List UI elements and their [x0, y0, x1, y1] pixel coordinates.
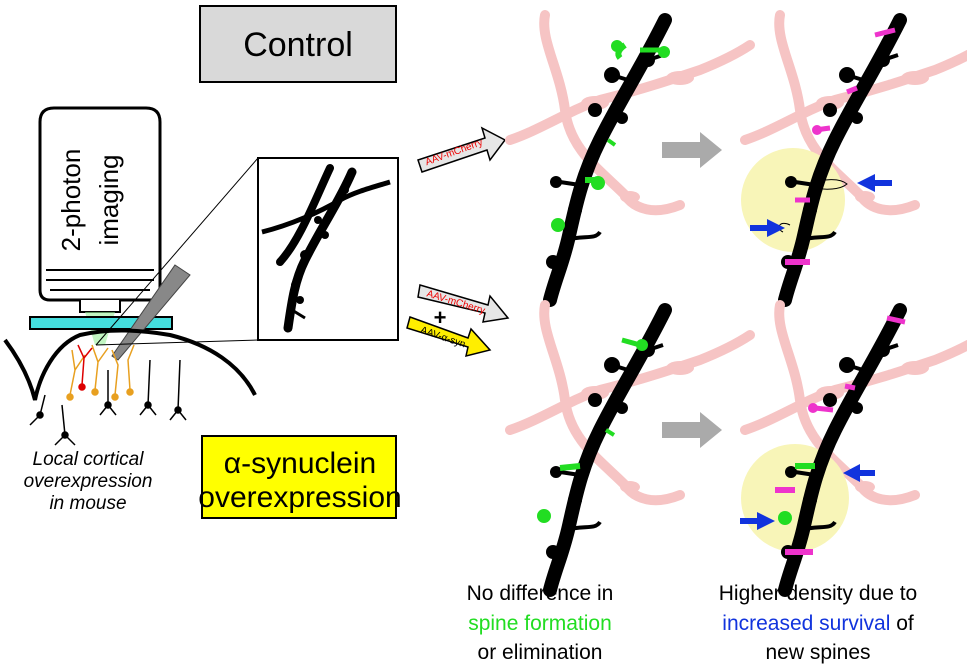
- objective-label-1: 2-photon: [56, 149, 86, 252]
- inset-dendrites: [261, 164, 391, 333]
- panel-synuclein-after: [740, 305, 967, 590]
- time-arrow-top: [662, 132, 722, 168]
- panel-control-after: [741, 15, 967, 300]
- synuclein-title-1: α-synuclein: [224, 447, 376, 480]
- left-caption-2: spine formation: [468, 612, 612, 635]
- panel-control-before: [510, 15, 750, 300]
- arrow-aav-mcherry-top: AAV-mCherry: [417, 126, 507, 173]
- local-cortical-1: Local cortical: [33, 449, 145, 470]
- left-caption-1: No difference in: [467, 582, 614, 605]
- right-caption-2: increased survival of: [722, 612, 914, 635]
- objective-label-2: imaging: [94, 154, 124, 245]
- arrow-aav-asyn: AAV-α-syn: [406, 316, 492, 358]
- control-title: Control: [243, 26, 353, 64]
- panel-synuclein-before: [510, 305, 750, 590]
- local-cortical-3: in mouse: [49, 493, 126, 514]
- control-box: [199, 5, 397, 83]
- objective-lens: 2-photon imaging: [38, 106, 162, 313]
- time-arrow-bottom: [662, 412, 722, 448]
- neurons: [29, 344, 187, 446]
- synuclein-title-2: overexpression: [198, 481, 401, 514]
- local-cortical-2: overexpression: [24, 471, 153, 492]
- right-caption-3: new spines: [765, 641, 870, 664]
- cortex-outline: [3, 328, 257, 401]
- synuclein-box: [201, 435, 397, 519]
- right-caption-1: Higher density due to: [719, 582, 917, 605]
- injection-pipette: [111, 264, 191, 361]
- zoom-line-bottom: [95, 339, 259, 346]
- arrow-aav-mcherry-bottom: AAV-mCherry: [417, 284, 510, 323]
- left-caption-3: or elimination: [478, 641, 603, 664]
- zoom-line-top: [95, 157, 259, 346]
- right-caption-2-blue: increased survival: [722, 612, 890, 635]
- right-caption-2-rest: of: [890, 612, 914, 635]
- plus-sign: +: [434, 305, 447, 330]
